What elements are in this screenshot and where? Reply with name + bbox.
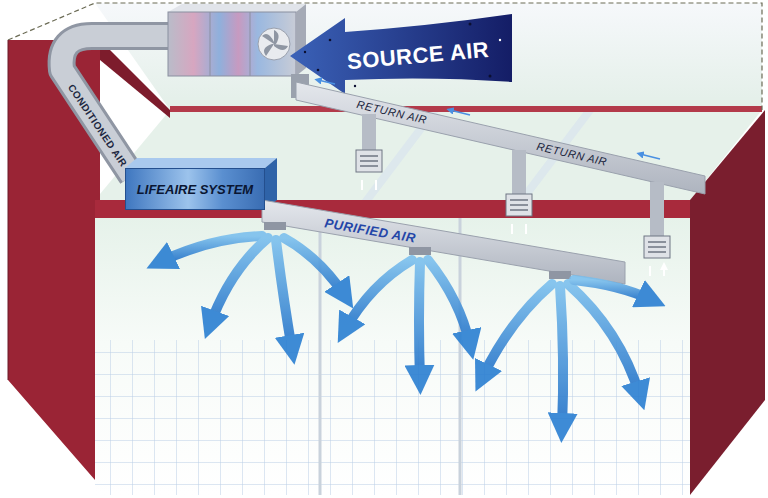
purified-air-flow-arrows-part [574,280,652,300]
lifeaire-housing-part [125,158,277,168]
building-shell-part [95,3,762,110]
return-air-duct-part [362,114,376,152]
air-handling-unit [168,4,306,76]
purified-air-duct-part [549,271,571,279]
source-air-arrow-part [317,69,320,72]
air-handling-unit-part [250,12,251,76]
purified-air-duct-part [262,200,625,284]
air-handling-unit-part [168,12,296,76]
source-air-arrow-part [354,85,356,87]
air-handling-unit-part [168,4,306,12]
source-air-arrow-part [290,14,512,94]
building-shell [8,3,765,495]
air-handling-unit-part [210,12,211,76]
source-air-arrow-part [304,51,306,53]
source-air-arrow-part [469,23,472,26]
conditioned-air-duct-part [62,36,168,176]
system-box: LIFEAIRE SYSTEM [125,168,265,210]
building-shell-part [459,218,462,495]
purified-air-flow-arrows-part [276,240,292,350]
purified-air-flow-arrows-part [210,238,268,325]
building-shell-part [8,40,9,380]
purified-air-duct [262,200,625,284]
building-shell-part [690,110,765,495]
source-air-arrow-part [329,39,332,42]
building-shell-part [95,340,690,495]
return-air-duct-part [450,110,470,115]
air-handling-unit-part [262,30,288,56]
return-air-duct-part [512,150,526,195]
purified-air-flow-arrows-part [482,284,552,378]
purified-air-flow-arrows-part [568,284,640,396]
purified-air-duct-part [264,222,286,230]
purified-air-flow-arrows-part [419,262,420,380]
air-handling-unit-part [258,28,290,60]
box-label: LIFEAIRE SYSTEM [137,182,253,197]
purified-air-flow-arrows-part [345,260,412,330]
purified-air-flow-arrows-part [428,260,470,345]
building-shell-part [8,3,762,110]
purified-air-duct-part [409,247,431,255]
building-shell-part [170,106,762,112]
conditioned-air-duct [62,36,168,176]
purified-air-flow-arrows-part [284,238,345,296]
purified-air-flow-arrows-part [560,286,563,428]
return-air-duct-part [296,82,705,194]
return-air-duct-part [650,182,664,237]
return-air-duct-part [640,154,660,159]
lifeaire-housing [125,158,277,210]
source-air-arrow-part [489,75,492,78]
conditioned-air-duct-part [62,36,168,176]
purified-air-flow-arrows [160,236,652,428]
building-shell-part [100,40,170,118]
source-air-arrow [290,14,512,94]
source-air-arrow-part [499,39,501,41]
return-air-duct-part [318,80,335,84]
